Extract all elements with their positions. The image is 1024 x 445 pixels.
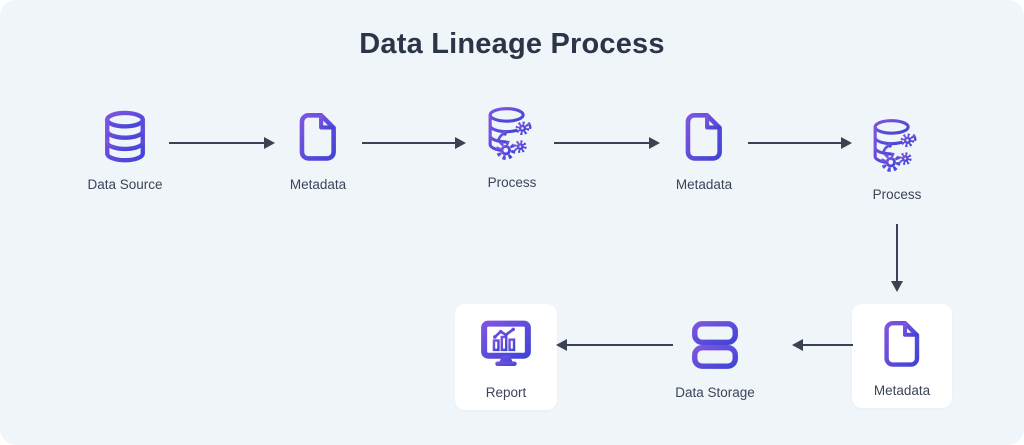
node-label: Metadata — [675, 177, 733, 192]
node-report: Report — [455, 304, 557, 410]
node-process-1: Process — [442, 102, 582, 190]
database-icon — [99, 104, 151, 170]
database-gears-icon — [868, 114, 926, 180]
node-label: Data Storage — [675, 385, 755, 400]
node-label: Process — [872, 187, 922, 202]
document-icon — [293, 104, 343, 170]
arrow-source-to-metadata — [169, 137, 275, 149]
server-stack-icon — [688, 314, 742, 376]
node-label: Process — [487, 175, 537, 190]
node-label: Metadata — [873, 383, 931, 398]
arrow-storage-to-report — [556, 339, 673, 351]
arrow-process-to-metadata-down — [891, 224, 903, 292]
node-label: Metadata — [289, 177, 347, 192]
monitor-chart-icon — [477, 304, 535, 385]
arrow-metadata-to-storage — [792, 339, 853, 351]
arrow-metadata-to-process-2 — [748, 137, 852, 149]
node-data-storage: Data Storage — [645, 314, 785, 400]
document-icon — [878, 304, 926, 383]
node-label: Report — [485, 385, 527, 400]
node-label: Data Source — [87, 177, 163, 192]
node-metadata-1: Metadata — [248, 104, 388, 192]
document-icon — [679, 104, 729, 170]
database-gears-icon — [483, 102, 541, 168]
node-metadata-3: Metadata — [852, 304, 952, 408]
arrow-process-to-metadata — [554, 137, 660, 149]
node-process-2: Process — [827, 114, 967, 202]
node-metadata-2: Metadata — [634, 104, 774, 192]
node-data-source: Data Source — [55, 104, 195, 192]
diagram-title: Data Lineage Process — [359, 28, 665, 60]
arrow-metadata-to-process — [362, 137, 466, 149]
